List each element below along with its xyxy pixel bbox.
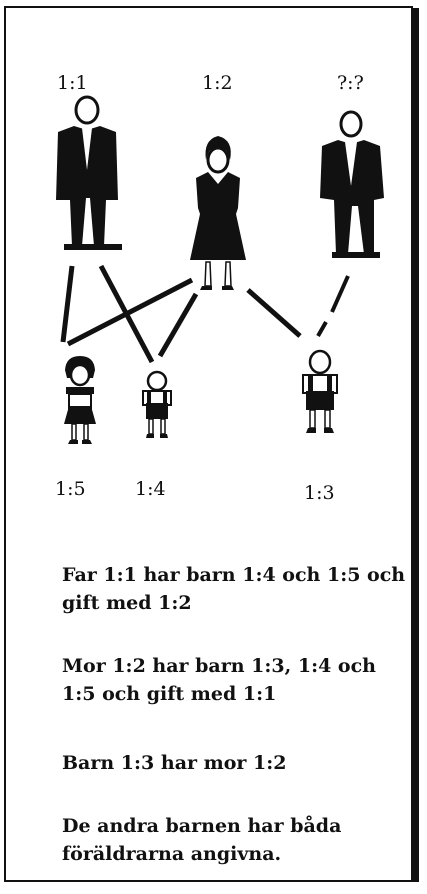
child-figure-1-4 xyxy=(142,370,172,438)
person-id-1-1: 1:1 xyxy=(57,72,88,94)
mother-figure-1-2 xyxy=(190,136,246,290)
caption-father: Far 1:1 har barn 1:4 och 1:5 och gift me… xyxy=(62,564,406,614)
person-id-unknown: ?:? xyxy=(337,72,364,94)
child-figure-1-3 xyxy=(302,349,338,433)
person-id-1-3: 1:3 xyxy=(304,482,335,504)
relationship-lines xyxy=(60,264,350,364)
caption-child-1-3: Barn 1:3 har mor 1:2 xyxy=(62,752,287,774)
person-id-1-5: 1:5 xyxy=(55,478,86,500)
father-figure-1-1 xyxy=(56,95,122,250)
frame-shadow-edge xyxy=(413,8,419,882)
caption-mother: Mor 1:2 har barn 1:3, 1:4 och 1:5 och gi… xyxy=(62,655,376,705)
figure-frame xyxy=(4,6,413,882)
person-id-1-4: 1:4 xyxy=(135,478,166,500)
person-id-1-2: 1:2 xyxy=(202,72,233,94)
child-figure-1-5 xyxy=(64,356,96,444)
caption-other-children: De andra barnen har båda föräldrarna ang… xyxy=(62,815,342,865)
unknown-father-figure xyxy=(320,110,384,258)
